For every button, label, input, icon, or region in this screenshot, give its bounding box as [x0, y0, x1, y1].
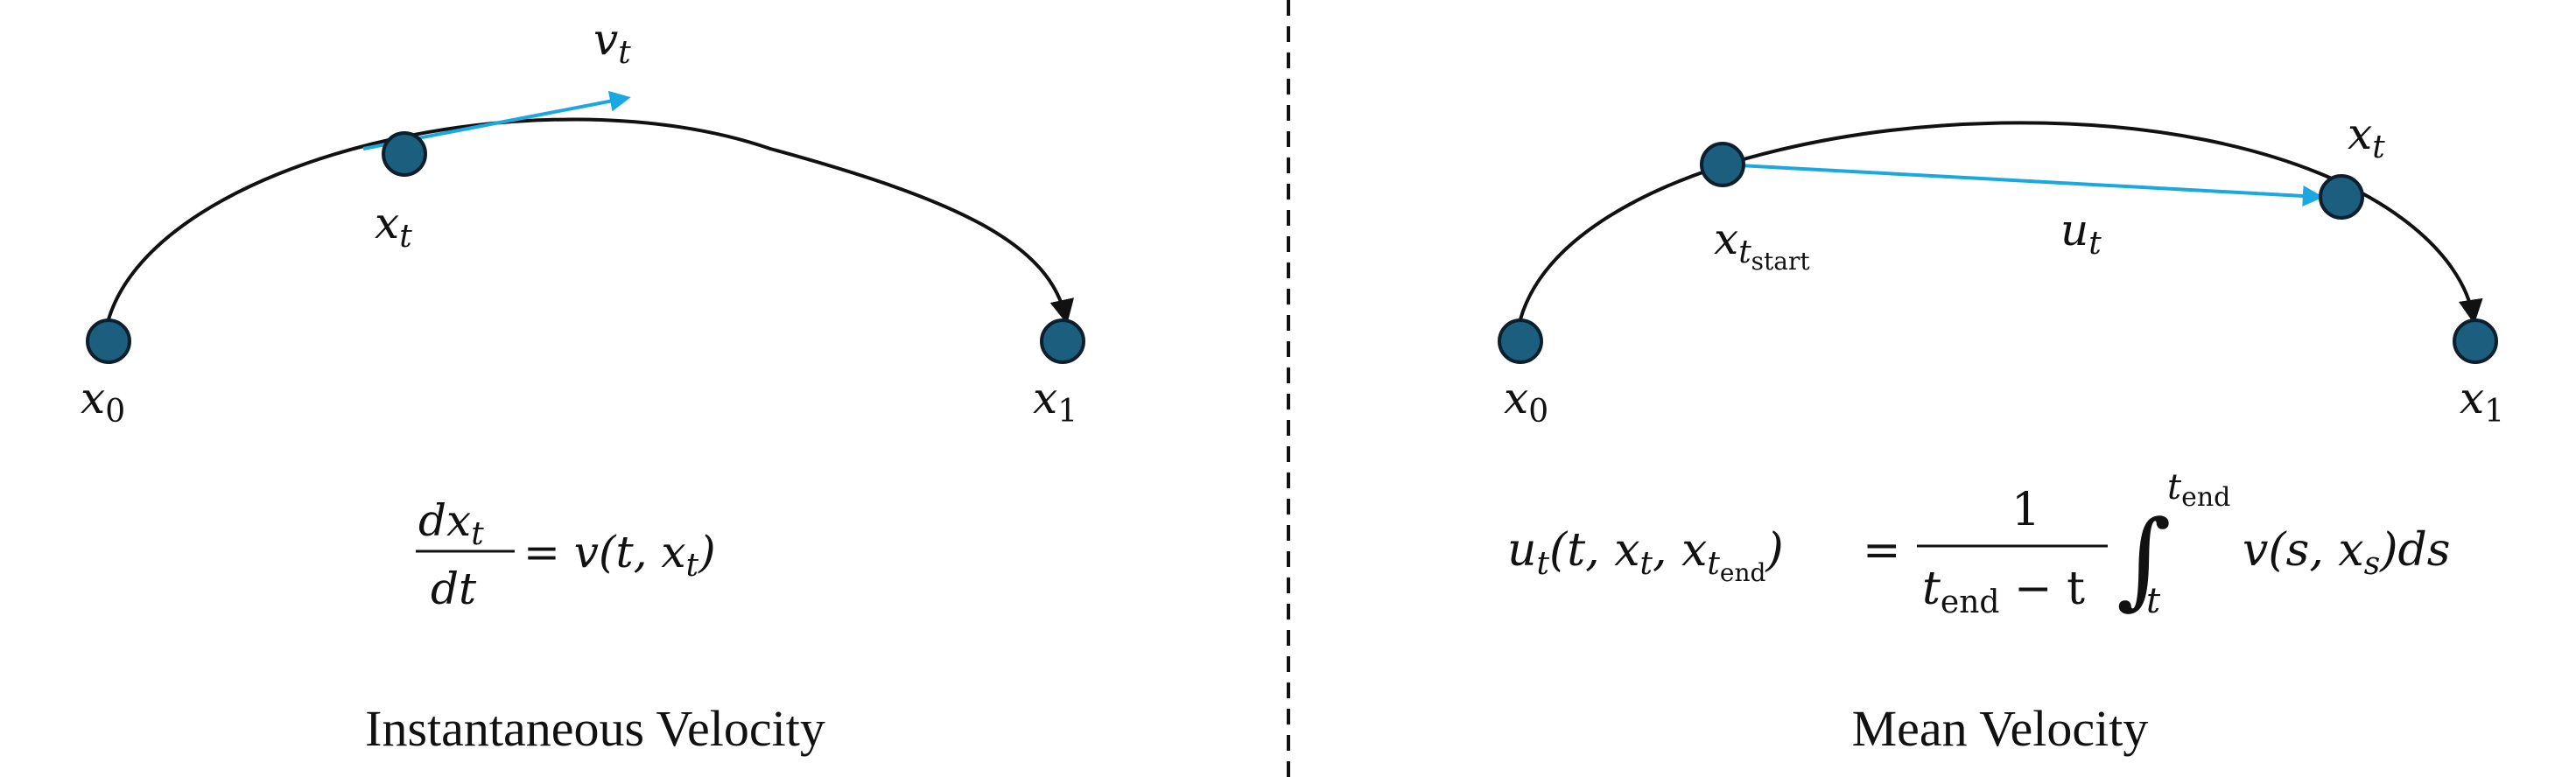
- eq-right-integral-sign: ∫: [2116, 499, 2172, 620]
- equation-instantaneous: dxt dt = v(t, xt): [416, 495, 716, 614]
- node-xt-right: [2319, 174, 2364, 220]
- trajectory-curve-left: [107, 117, 1075, 325]
- label-vt: vt: [593, 14, 631, 71]
- caption-instantaneous-velocity: Instantaneous Velocity: [365, 700, 825, 757]
- label-x1-right: x1: [2460, 373, 2504, 430]
- node-x1-right: [2453, 318, 2498, 364]
- eq-right-integral-upper: tend: [2167, 467, 2230, 513]
- eq-right-frac-denominator: tend − t: [1922, 563, 2085, 620]
- node-xstart-right: [1700, 142, 1745, 187]
- left-panel: x0 xt x1 vt dxt dt = v(t, xt) Instantane…: [81, 14, 1085, 757]
- eq-left-rhs: = v(t, xt): [523, 527, 716, 584]
- label-xt-left: xt: [375, 198, 412, 255]
- eq-left-numerator: dxt: [418, 495, 484, 552]
- right-panel: x0 xtstart ut xt x1 ut(t, xt, xtend) = 1…: [1498, 108, 2504, 757]
- label-ut: ut: [2060, 205, 2102, 262]
- eq-right-frac-numerator: 1: [2011, 484, 2040, 536]
- eq-right-integrand: v(s, xs)ds: [2243, 524, 2450, 582]
- node-x0-right: [1498, 318, 1543, 364]
- label-x0-left: x0: [81, 373, 125, 430]
- eq-right-equals: =: [1863, 524, 1901, 577]
- equation-mean-velocity: ut(t, xt, xtend) = 1 tend − t ∫ tend t v…: [1507, 467, 2450, 621]
- trajectory-curve-right: [1519, 121, 2483, 325]
- caption-mean-velocity: Mean Velocity: [1852, 700, 2149, 757]
- label-xt-right: xt: [2348, 108, 2385, 165]
- eq-right-lhs: ut(t, xt, xtend): [1507, 524, 1784, 587]
- label-x1-left: x1: [1033, 373, 1077, 430]
- label-xstart: xtstart: [1714, 214, 1810, 276]
- node-x1-left: [1040, 318, 1085, 364]
- eq-left-denominator: dt: [431, 564, 477, 614]
- label-x0-right: x0: [1504, 373, 1548, 430]
- mean-velocity-arrow-ut: [1722, 163, 2324, 206]
- node-xt-left: [382, 131, 427, 177]
- node-x0-left: [86, 318, 131, 364]
- eq-right-integral-lower: t: [2146, 581, 2161, 621]
